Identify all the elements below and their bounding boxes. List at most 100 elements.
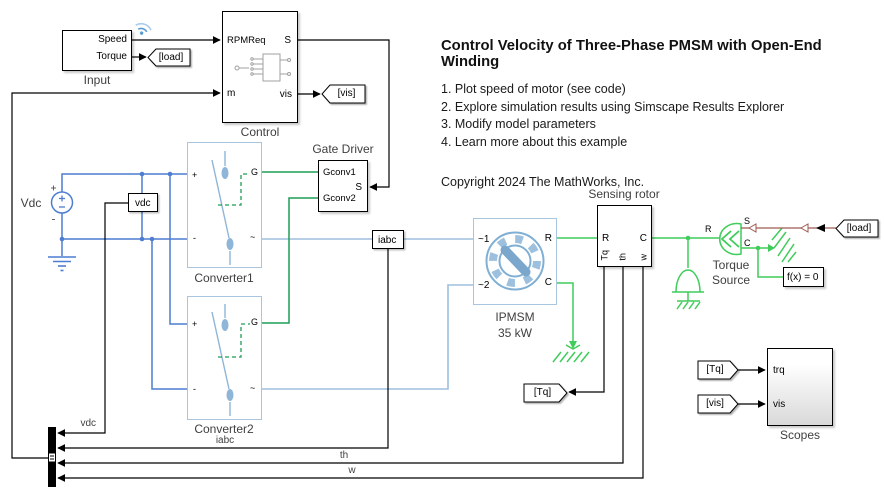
annotation-area: Control Velocity of Three-Phase PMSM wit… xyxy=(441,38,871,189)
port-w: w xyxy=(638,254,649,261)
vis-from-tag[interactable] xyxy=(697,394,739,414)
tq-goto-text: [Tq] xyxy=(533,387,552,398)
port-vis: vis xyxy=(773,399,786,410)
port-m: m xyxy=(227,88,236,99)
control-label: Control xyxy=(240,125,280,139)
port-a2: ~2 xyxy=(478,280,490,291)
port-speed: Speed xyxy=(98,34,127,45)
mech-arrowhead xyxy=(569,341,577,349)
mechanical-wires[interactable] xyxy=(557,237,783,341)
instruction-4[interactable]: 4. Learn more about this example xyxy=(441,134,628,149)
sensing-rotor-label: Sensing rotor xyxy=(588,187,660,201)
vdc-source-label: Vdc xyxy=(20,196,42,210)
converter1-block[interactable]: + - G ~ xyxy=(187,142,262,268)
converter2-label: Converter2 xyxy=(194,422,254,436)
converter1-switch-glyph xyxy=(211,151,250,265)
mech-arrowhead-right xyxy=(768,244,775,252)
w-line-label: w xyxy=(348,465,356,476)
ipmsm-block[interactable]: ~1 ~2 R C xyxy=(473,218,557,305)
vdc-sensor-block[interactable]: vdc xyxy=(128,193,158,212)
load-ps-wire[interactable] xyxy=(741,223,836,233)
torque-source-icon[interactable] xyxy=(719,222,742,256)
port-g: G xyxy=(251,317,259,327)
control-block[interactable]: RPMReq S m vis xyxy=(222,11,298,123)
port-g: G xyxy=(251,167,259,177)
port-trq: trq xyxy=(773,365,785,376)
mech-reference-icon-ipmsm[interactable] xyxy=(552,344,590,363)
torque-port-s: S xyxy=(744,216,751,226)
port-th: th xyxy=(617,252,628,261)
converter2-block[interactable]: + - G ~ xyxy=(187,296,262,420)
port-a1: ~1 xyxy=(478,234,490,245)
instruction-2[interactable]: 2. Explore simulation results using Sims… xyxy=(441,99,785,114)
three-phase-wires[interactable] xyxy=(262,238,473,390)
mech-reference-icon-torque[interactable] xyxy=(771,227,797,263)
converter1-label: Converter1 xyxy=(194,271,254,285)
bus-creator[interactable] xyxy=(48,427,56,487)
gate-driver-block[interactable]: Gconv1 S Gconv2 xyxy=(318,160,368,212)
port-vis-out: vis xyxy=(279,89,292,100)
port-minus: - xyxy=(193,233,196,243)
input-label: Input xyxy=(83,73,111,87)
iabc-sensor-text: iabc xyxy=(378,235,397,246)
port-ac: ~ xyxy=(250,383,256,393)
copyright-text: Copyright 2024 The MathWorks, Inc. xyxy=(441,174,645,189)
load-from-tag[interactable] xyxy=(835,219,879,238)
vis-goto-tag[interactable] xyxy=(321,84,366,104)
port-tq: Tq xyxy=(599,249,610,261)
vdc-line-label: vdc xyxy=(80,418,96,429)
port-torque: Torque xyxy=(96,51,127,62)
input-block[interactable]: Speed Torque xyxy=(62,30,132,71)
signal-wires[interactable] xyxy=(11,36,766,482)
port-plus: + xyxy=(192,170,198,180)
sensing-rotor-block[interactable]: R C Tq th w xyxy=(597,205,652,267)
port-r: R xyxy=(544,233,552,244)
instruction-3[interactable]: 3. Modify model parameters xyxy=(441,117,596,131)
torque-source-label-1: Torque xyxy=(712,258,750,272)
torque-port-c: C xyxy=(744,238,751,248)
vdc-source-icon[interactable] xyxy=(50,185,74,220)
ipmsm-rating: 35 kW xyxy=(497,326,532,340)
scopes-label: Scopes xyxy=(779,428,821,442)
port-gconv2: Gconv2 xyxy=(323,193,356,204)
load-goto-tag[interactable] xyxy=(147,48,191,67)
port-gconv1: Gconv1 xyxy=(323,167,356,178)
th-line-label: th xyxy=(339,450,349,461)
port-minus: - xyxy=(193,384,196,394)
solver-text: f(x) = 0 xyxy=(787,272,819,283)
instruction-1[interactable]: 1. Plot speed of motor (see code) xyxy=(441,82,626,96)
tq-from-text: [Tq] xyxy=(706,364,724,375)
converter2-switch-glyph xyxy=(211,304,250,416)
scopes-block[interactable]: trq vis xyxy=(767,348,833,426)
junction-dots-mechanical xyxy=(685,235,761,251)
ipmsm-label: IPMSM xyxy=(495,310,535,324)
diagram-title: Control Velocity of Three-Phase PMSM wit… xyxy=(441,38,822,70)
tq-from-tag[interactable] xyxy=(697,360,739,380)
port-c: C xyxy=(544,277,552,288)
solver-config-block[interactable]: f(x) = 0 xyxy=(783,267,824,287)
gate-wires[interactable] xyxy=(262,171,318,324)
vis-goto-text: [vis] xyxy=(337,88,356,99)
rotational-housing-icon[interactable] xyxy=(672,269,704,310)
port-rpmreq: RPMReq xyxy=(227,35,266,46)
port-s-in: S xyxy=(355,182,362,193)
vdc-sensor-text: vdc xyxy=(135,198,151,209)
port-c: C xyxy=(639,233,647,244)
ipmsm-motor-glyph xyxy=(485,231,545,291)
control-circuit-glyph xyxy=(234,53,291,82)
torque-source-label-2: Source xyxy=(711,273,751,287)
tag-shapes xyxy=(147,48,879,414)
electrical-ground-icon[interactable] xyxy=(48,256,76,272)
gate-driver-label: Gate Driver xyxy=(312,142,374,156)
vis-from-text: [vis] xyxy=(706,398,724,409)
dc-electrical-wires[interactable] xyxy=(61,173,187,390)
streaming-icon xyxy=(135,22,152,35)
load-goto-text: [load] xyxy=(158,52,184,63)
port-s-out: S xyxy=(284,35,291,46)
torque-port-r: R xyxy=(705,224,712,234)
iabc-line-label: iabc xyxy=(215,435,235,446)
tq-goto-tag[interactable] xyxy=(523,383,568,403)
iabc-sensor-block[interactable]: iabc xyxy=(372,230,404,249)
